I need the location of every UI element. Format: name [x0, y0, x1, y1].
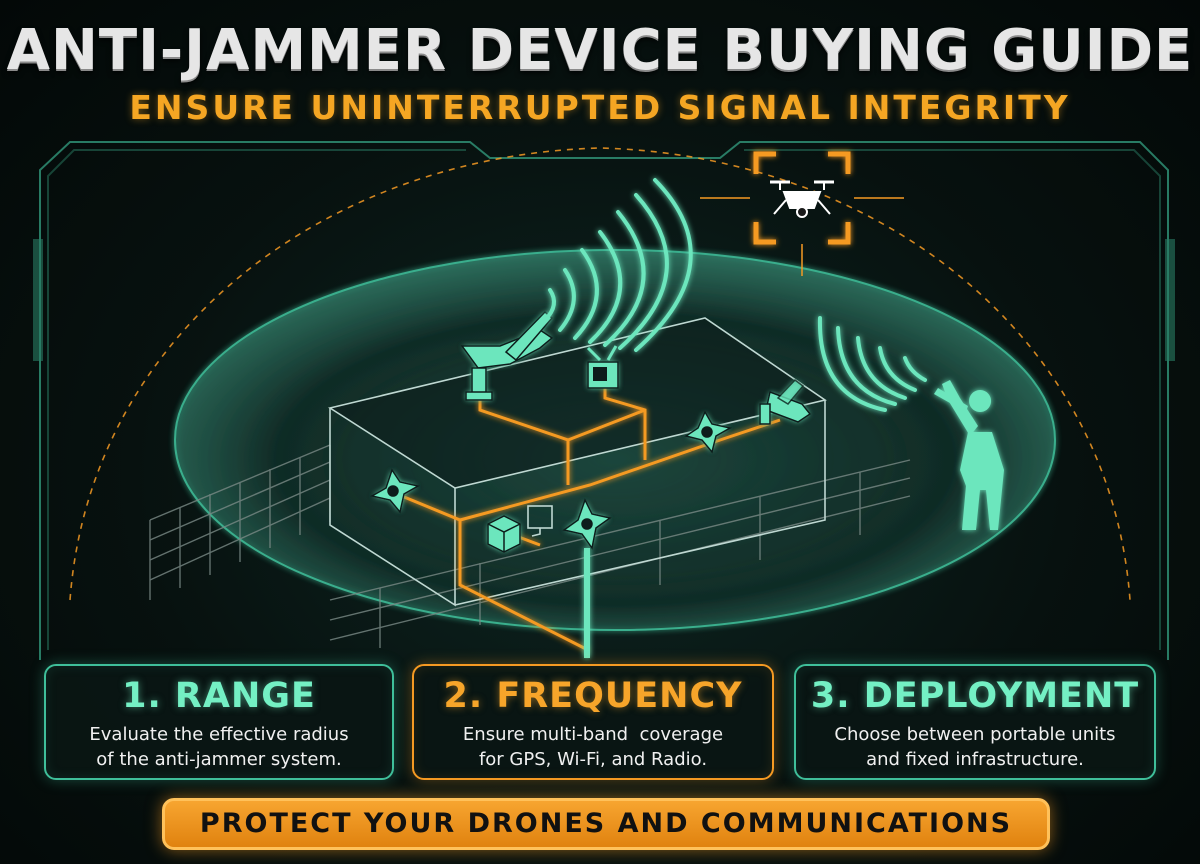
target-crosshair — [700, 197, 904, 276]
circuit-lines — [391, 385, 781, 652]
signal-node-icon — [562, 498, 612, 658]
security-camera-icon — [759, 378, 812, 425]
signal-wave-icon — [817, 316, 927, 412]
page-subtitle: ENSURE UNINTERRUPTED SIGNAL INTEGRITY — [129, 88, 1071, 127]
cta-banner: PROTECT YOUR DRONES AND COMMUNICATIONS — [162, 798, 1050, 850]
card-range-line-1: Evaluate the effective radius — [89, 724, 349, 745]
server-box-icon — [487, 515, 521, 553]
card-deployment-heading: 3. DEPLOYMENT — [810, 676, 1140, 716]
target-bracket-icon — [753, 151, 851, 245]
coverage-dome-arc — [69, 147, 1131, 601]
signal-wave-icon — [543, 178, 693, 352]
hud-frame — [33, 141, 1175, 660]
drone-icon — [770, 180, 834, 218]
jammer-operator-icon — [934, 380, 1004, 530]
router-icon — [586, 345, 619, 389]
monitor-icon — [527, 505, 553, 537]
signal-node-icon — [684, 410, 733, 454]
card-range-line-2: of the anti-jammer system. — [96, 749, 342, 770]
card-deployment-body: Choose between portable units and fixed … — [796, 722, 1154, 772]
perimeter-fence — [149, 444, 911, 648]
card-frequency-heading: 2. FREQUENCY — [443, 676, 743, 716]
card-deployment-line-2: and fixed infrastructure. — [866, 749, 1084, 770]
card-frequency-line-1: Ensure multi-band coverage — [462, 724, 724, 745]
signal-node-icon — [369, 468, 421, 514]
facility-building — [327, 317, 827, 607]
card-frequency-line-2: for GPS, Wi-Fi, and Radio. — [478, 749, 708, 770]
page-title: ANTI-JAMMER DEVICE BUYING GUIDE — [6, 18, 1194, 83]
card-deployment: 3. DEPLOYMENT Choose between portable un… — [794, 664, 1156, 780]
antenna-jammer-icon — [460, 310, 554, 401]
card-range-heading: 1. RANGE — [122, 676, 316, 716]
card-frequency: 2. FREQUENCY Ensure multi-band coverage … — [412, 664, 774, 780]
card-frequency-body: Ensure multi-band coverage for GPS, Wi-F… — [414, 722, 772, 772]
card-range: 1. RANGE Evaluate the effective radius o… — [44, 664, 394, 780]
card-deployment-line-1: Choose between portable units — [834, 724, 1116, 745]
card-range-body: Evaluate the effective radius of the ant… — [46, 722, 392, 772]
